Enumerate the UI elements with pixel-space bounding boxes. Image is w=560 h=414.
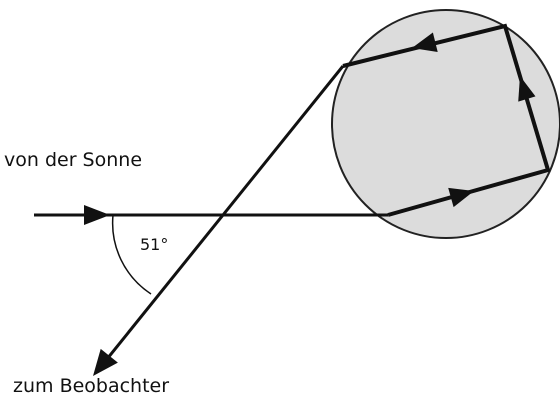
angle-label: 51° — [140, 235, 168, 254]
outgoing-arrow-icon — [93, 348, 118, 376]
angle-arc — [111, 214, 152, 295]
outgoing-label: zum Beobachter — [13, 375, 169, 397]
incoming-label: von der Sonne — [4, 149, 142, 171]
lower-chord-arrow-icon — [448, 187, 474, 208]
incoming-arrow-icon — [84, 205, 110, 225]
raindrop-circle — [331, 9, 560, 239]
top-chord-arrow-icon — [412, 32, 438, 52]
right-chord-arrow-icon — [518, 76, 536, 102]
outgoing-ray — [101, 65, 345, 365]
